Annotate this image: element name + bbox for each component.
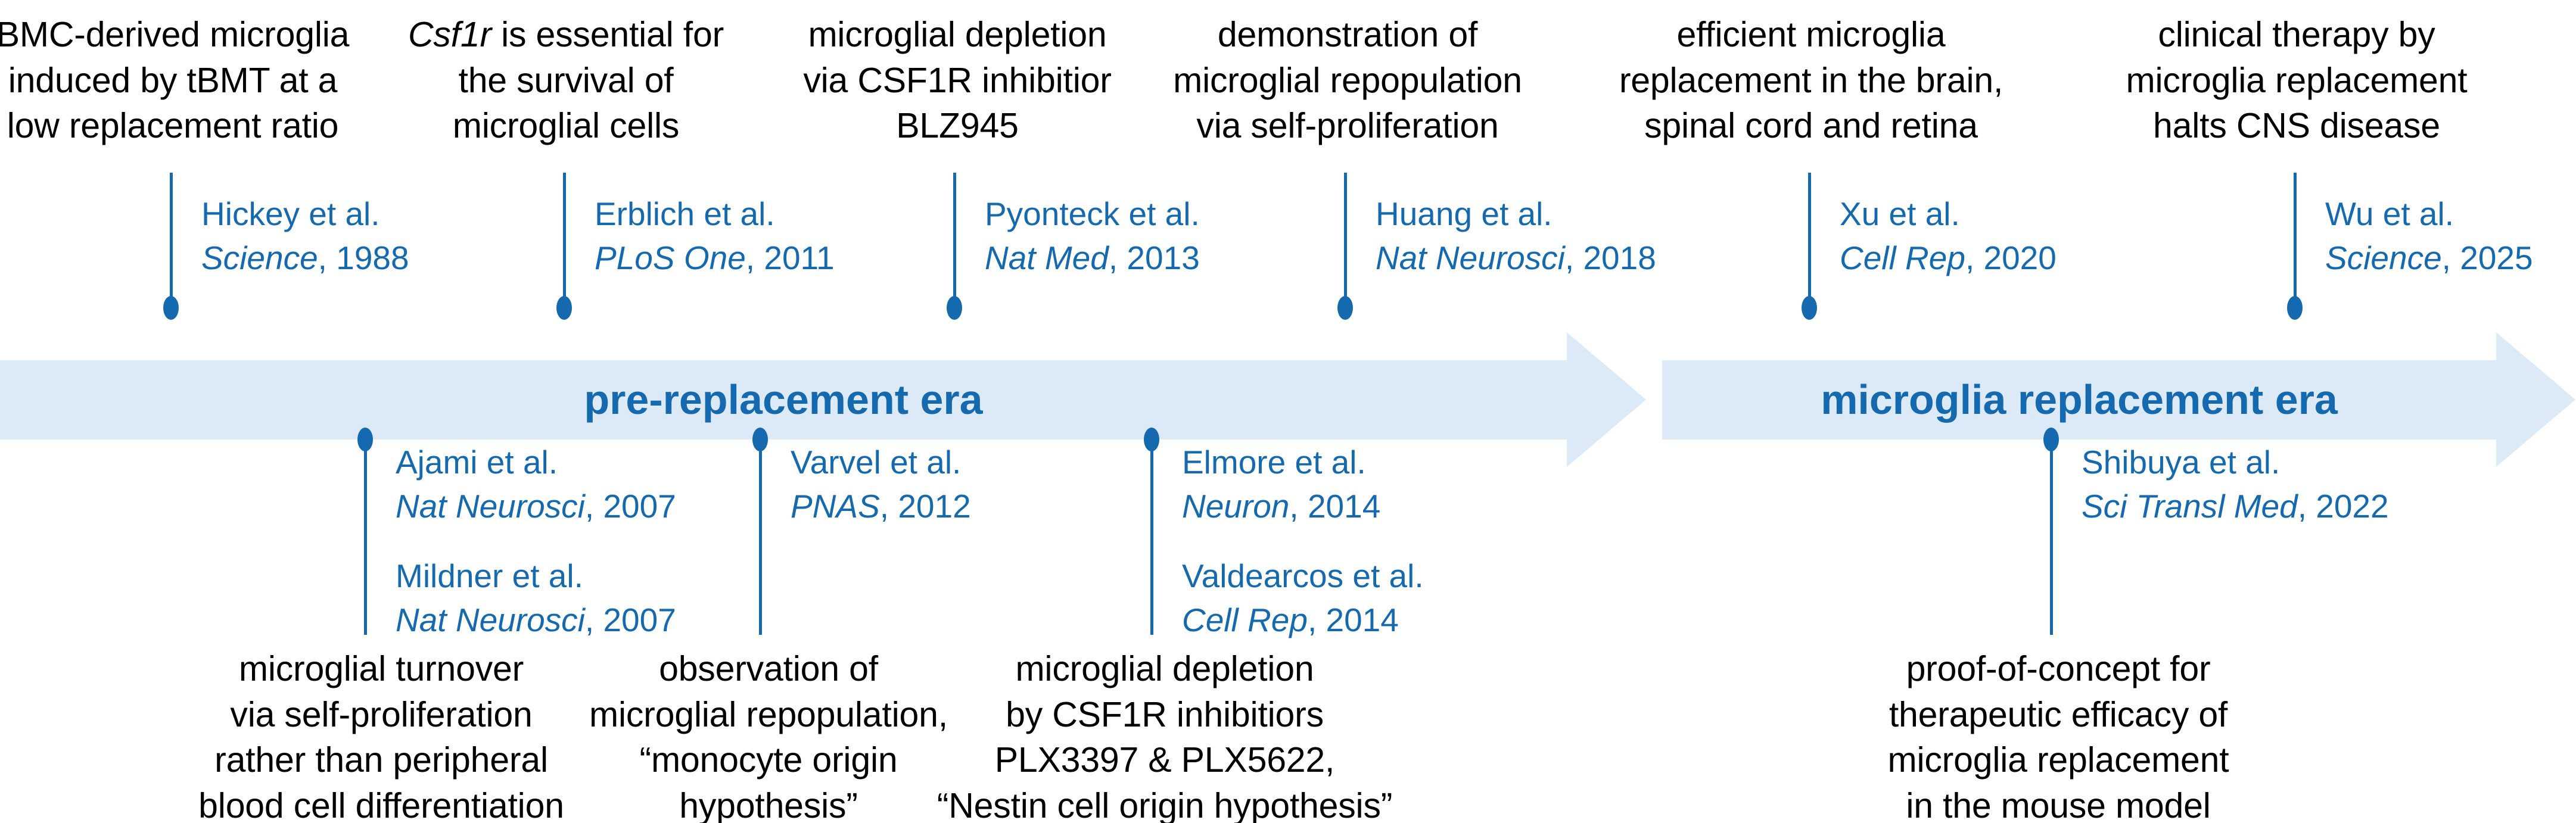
top-connector-line-4 (1344, 173, 1347, 313)
citation-source: Nat Neurosci, 2018 (1376, 239, 1656, 276)
bottom-connector-line-3 (1150, 438, 1153, 635)
citation-author: Valdearcos et al. (1182, 557, 1424, 595)
citation-entry: Erblich et al. PLoS One, 2011 (595, 192, 835, 280)
citation-source: Science, 1988 (201, 239, 409, 276)
citation-source: PLoS One, 2011 (595, 239, 835, 276)
citation-author: Erblich et al. (595, 195, 775, 232)
top-citation-1: Hickey et al. Science, 1988 (201, 192, 409, 280)
top-timeline-dot-6 (2287, 296, 2303, 320)
citation-author: Ajami et al. (396, 444, 558, 481)
citation-entry-1: Ajami et al. Nat Neurosci, 2007 (396, 441, 676, 528)
top-timeline-dot-5 (1802, 296, 1817, 320)
citation-author: Wu et al. (2325, 195, 2454, 232)
top-timeline-dot-3 (947, 296, 962, 320)
journal-name: Science (201, 239, 318, 276)
citation-source: Sci Transl Med, 2022 (2082, 487, 2389, 525)
journal-name: Cell Rep (1840, 239, 1965, 276)
era-label: pre-replacement era (584, 376, 983, 423)
journal-name: Nat Neurosci (1376, 239, 1565, 276)
gene-name: Csf1r (407, 15, 491, 54)
bottom-connector-line-2 (759, 438, 762, 635)
era-label: microglia replacement era (1821, 376, 2338, 423)
citation-author: Hickey et al. (201, 195, 380, 232)
journal-name: Nat Neurosci (396, 601, 585, 639)
era-arrowhead-icon (2496, 332, 2575, 467)
top-citation-5: Xu et al. Cell Rep, 2020 (1840, 192, 2057, 280)
era-band (0, 360, 1567, 439)
citation-entry-2: Valdearcos et al. Cell Rep, 2014 (1182, 554, 1424, 642)
citation-entry: Pyonteck et al. Nat Med, 2013 (985, 192, 1200, 280)
citation-author: Huang et al. (1376, 195, 1553, 232)
citation-author: Elmore et al. (1182, 444, 1366, 481)
top-citation-6: Wu et al. Science, 2025 (2325, 192, 2533, 280)
bottom-connector-line-1 (364, 438, 367, 635)
journal-name: Cell Rep (1182, 601, 1308, 639)
bottom-citation-4: Shibuya et al. Sci Transl Med, 2022 (2082, 441, 2389, 528)
citation-entry-1: Shibuya et al. Sci Transl Med, 2022 (2082, 441, 2389, 528)
top-timeline-dot-2 (556, 296, 572, 320)
citation-entry-2: Mildner et al. Nat Neurosci, 2007 (396, 554, 676, 642)
top-timeline-dot-4 (1337, 296, 1353, 320)
top-timeline-dot-1 (163, 296, 179, 320)
journal-name: Science (2325, 239, 2442, 276)
citation-source: Cell Rep, 2014 (1182, 601, 1399, 639)
top-connector-line-2 (563, 173, 566, 313)
citation-author: Mildner et al. (396, 557, 583, 595)
top-citation-3: Pyonteck et al. Nat Med, 2013 (985, 192, 1200, 280)
top-connector-line-6 (2294, 173, 2297, 313)
era-1: pre-replacement era (0, 332, 2576, 467)
citation-source: Nat Neurosci, 2007 (396, 601, 676, 639)
era-arrowhead-icon (1567, 332, 1646, 467)
citation-entry-1: Varvel et al. PNAS, 2012 (791, 441, 971, 528)
citation-source: Neuron, 2014 (1182, 487, 1381, 525)
top-connector-line-5 (1808, 173, 1811, 313)
journal-name: Neuron (1182, 487, 1290, 525)
citation-entry: Huang et al. Nat Neurosci, 2018 (1376, 192, 1656, 280)
era-band (1662, 360, 2496, 439)
top-connector-line-1 (170, 173, 173, 313)
top-citation-2: Erblich et al. PLoS One, 2011 (595, 192, 835, 280)
journal-name: PLoS One (595, 239, 746, 276)
citation-source: Science, 2025 (2325, 239, 2533, 276)
journal-name: Sci Transl Med (2082, 487, 2298, 525)
citation-source: Nat Neurosci, 2007 (396, 487, 676, 525)
citation-entry: Wu et al. Science, 2025 (2325, 192, 2533, 280)
journal-name: Nat Med (985, 239, 1109, 276)
citation-author: Pyonteck et al. (985, 195, 1200, 232)
journal-name: PNAS (791, 487, 880, 525)
citation-source: Nat Med, 2013 (985, 239, 1200, 276)
citation-entry: Hickey et al. Science, 1988 (201, 192, 409, 280)
bottom-connector-line-4 (2050, 438, 2053, 635)
citation-entry: Xu et al. Cell Rep, 2020 (1840, 192, 2057, 280)
journal-name: Nat Neurosci (396, 487, 585, 525)
top-connector-line-3 (953, 173, 956, 313)
top-citation-4: Huang et al. Nat Neurosci, 2018 (1376, 192, 1656, 280)
era-2: microglia replacement era (0, 332, 2576, 467)
citation-source: PNAS, 2012 (791, 487, 971, 525)
bottom-citation-2: Varvel et al. PNAS, 2012 (791, 441, 971, 528)
citation-author: Shibuya et al. (2082, 444, 2281, 481)
citation-source: Cell Rep, 2020 (1840, 239, 2057, 276)
citation-author: Xu et al. (1840, 195, 1960, 232)
citation-entry-1: Elmore et al. Neuron, 2014 (1182, 441, 1424, 528)
citation-author: Varvel et al. (791, 444, 962, 481)
